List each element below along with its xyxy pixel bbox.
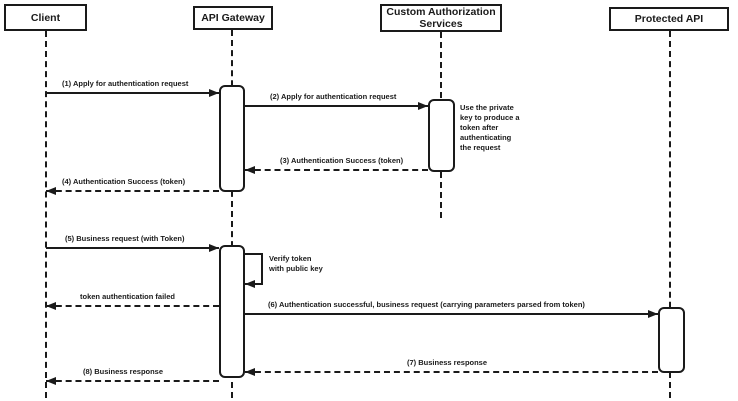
- message-7-label: (7) Business response: [407, 358, 488, 367]
- message-8-label: (8) Business response: [83, 367, 164, 376]
- self-message-verify-token-arrowhead: [245, 280, 255, 288]
- note-private-key: Use the private key to produce a token a…: [460, 103, 520, 152]
- message-3-label: (3) Authentication Success (token): [280, 156, 404, 165]
- message-2-line: [245, 105, 428, 107]
- actor-protected-api: Protected API: [609, 7, 729, 31]
- message-2-label: (2) Apply for authentication request: [270, 92, 397, 101]
- message-token-failed-label: token authentication failed: [80, 292, 176, 301]
- message-4-line: [46, 190, 219, 192]
- message-token-failed-arrowhead: [46, 302, 56, 310]
- message-6-line: [245, 313, 658, 315]
- message-1-line: [46, 92, 219, 94]
- actor-client-label: Client: [30, 11, 61, 24]
- activation-protected-api: [658, 307, 685, 373]
- message-5-arrowhead: [209, 244, 219, 252]
- message-7-arrowhead: [245, 368, 255, 376]
- message-2-arrowhead: [418, 102, 428, 110]
- actor-custom-authorization-services: Custom Authorization Services: [380, 4, 502, 32]
- lifeline-protected-api: [669, 31, 671, 398]
- message-5-label: (5) Business request (with Token): [65, 234, 185, 243]
- actor-protected-api-label: Protected API: [634, 13, 704, 25]
- actor-api-gateway-label: API Gateway: [201, 12, 265, 24]
- message-5-line: [46, 247, 219, 249]
- message-4-label: (4) Authentication Success (token): [62, 177, 186, 186]
- actor-custom-authorization-services-label: Custom Authorization Services: [386, 6, 496, 30]
- message-1-arrowhead: [209, 89, 219, 97]
- message-3-arrowhead: [245, 166, 255, 174]
- message-7-line: [245, 371, 658, 373]
- actor-client: Client: [4, 4, 87, 31]
- message-3-line: [245, 169, 428, 171]
- message-1-label: (1) Apply for authentication request: [62, 79, 189, 88]
- activation-api-gateway-auth: [219, 85, 245, 192]
- message-6-label: (6) Authentication successful, business …: [268, 300, 585, 309]
- actor-api-gateway: API Gateway: [193, 6, 273, 30]
- message-6-arrowhead: [648, 310, 658, 318]
- message-8-arrowhead: [46, 377, 56, 385]
- message-4-arrowhead: [46, 187, 56, 195]
- lifeline-api-gateway: [231, 30, 233, 398]
- message-token-failed-line: [46, 305, 219, 307]
- activation-custom-authorization-services: [428, 99, 455, 172]
- lifeline-client: [45, 31, 47, 398]
- message-8-line: [46, 380, 219, 382]
- activation-api-gateway-business: [219, 245, 245, 378]
- self-message-verify-token-label: Verify token with public key: [269, 254, 323, 273]
